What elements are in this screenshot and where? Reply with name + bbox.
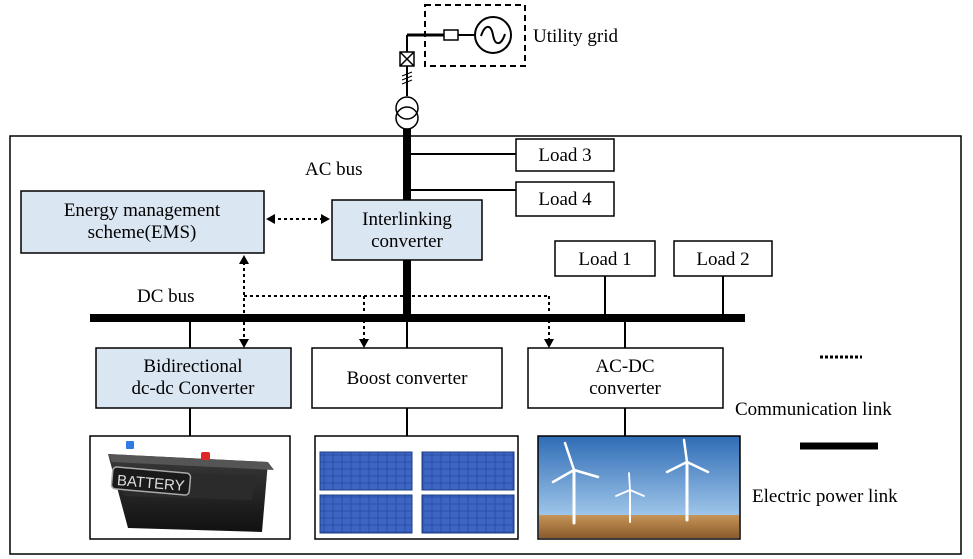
bidirectional-converter-box: [95, 347, 292, 409]
battery-label: BATTERY: [116, 472, 185, 495]
load-1-label: Load 1: [578, 249, 631, 270]
load-3-box: [515, 138, 615, 172]
legend-communication-label: Communication link: [735, 399, 892, 420]
utility-grid-label: Utility grid: [533, 26, 618, 47]
ems-line2: scheme(EMS): [88, 222, 197, 243]
load-2-box: [673, 240, 773, 277]
comm-arrowheads: [239, 255, 554, 348]
load-4-label: Load 4: [538, 189, 592, 210]
interlinking-converter-box: [331, 199, 483, 261]
interlinking-line2: converter: [371, 231, 443, 252]
transformer-icon: [395, 96, 419, 130]
microgrid-frame: [9, 135, 962, 555]
ems-box: [20, 190, 265, 254]
load-2-label: Load 2: [696, 249, 749, 270]
ems-comm-links: [243, 262, 550, 340]
bidirectional-line1: Bidirectional: [143, 356, 242, 377]
ems-interlinking-comm-link: [266, 214, 330, 224]
dc-bus-label: DC bus: [137, 286, 195, 307]
wind-turbines-image: [537, 435, 741, 540]
acdc-converter-box: [527, 347, 724, 409]
boost-converter-label: Boost converter: [347, 368, 469, 389]
ac-bus-label: AC bus: [305, 159, 363, 180]
ems-line1: Energy management: [64, 200, 221, 221]
acdc-line2: converter: [589, 378, 661, 399]
interlinking-line1: Interlinking: [362, 209, 452, 230]
acdc-line1: AC-DC: [595, 356, 654, 377]
battery-image: BATTERY: [89, 435, 291, 540]
legend-power-label: Electric power link: [752, 486, 898, 507]
utility-grid: Utility grid: [407, 4, 618, 67]
circuit-breaker-icon: [399, 51, 415, 67]
load-3-label: Load 3: [538, 145, 591, 166]
grid-impedance: [443, 29, 459, 41]
bidirectional-line2: dc-dc Converter: [132, 378, 256, 399]
load-4-box: [515, 181, 615, 217]
ground-hatch-icon: [401, 71, 413, 85]
solar-panels-image: [314, 435, 519, 540]
boost-converter-box: [311, 347, 503, 409]
